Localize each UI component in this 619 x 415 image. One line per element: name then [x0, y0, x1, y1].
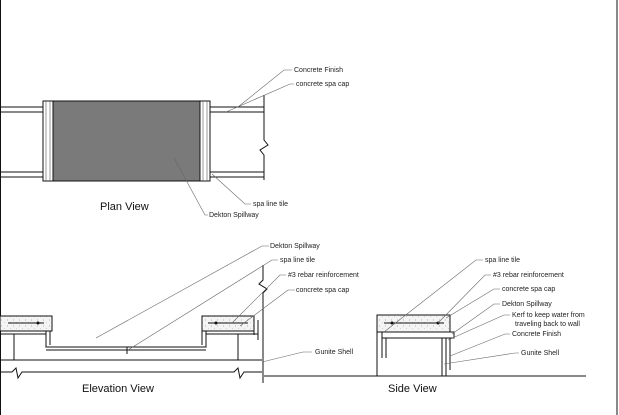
- side-label-rebar: #3 rebar reinforcement: [493, 272, 564, 279]
- plan-label-dekton-spillway: Dekton Spillway: [209, 212, 259, 219]
- side-label-gunite-shell: Gunite Shell: [521, 350, 560, 357]
- elev-label-dekton-spillway: Dekton Spillway: [270, 243, 320, 250]
- side-label-concrete-spa-cap: concrete spa cap: [502, 286, 555, 293]
- side-label-kerf-line2: traveling back to wall: [515, 321, 580, 328]
- side-label-kerf-line1: Kerf to keep water from: [512, 312, 585, 319]
- plan-label-concrete-finish: Concrete Finish: [294, 67, 343, 74]
- plan-label-concrete-spa-cap: concrete spa cap: [296, 81, 349, 88]
- elev-dekton-spillway: [45, 331, 207, 348]
- plan-view-title: Plan View: [100, 201, 149, 213]
- plan-spa-line-tile-right: [199, 100, 211, 182]
- plan-label-spa-line-tile: spa line tile: [253, 201, 288, 208]
- side-dekton-spillway: [381, 331, 455, 339]
- elevation-view-title: Elevation View: [82, 383, 154, 395]
- elev-ground-break: [0, 366, 262, 380]
- plan-spa-line-tile-left: [42, 100, 54, 182]
- elevation-view: Dekton Spillway spa line tile #3 rebar r…: [0, 243, 359, 395]
- side-label-concrete-finish: Concrete Finish: [512, 331, 561, 338]
- elev-label-spa-line-tile: spa line tile: [280, 257, 315, 264]
- side-view-title: Side View: [388, 383, 437, 395]
- plan-view: Concrete Finish concrete spa cap spa lin…: [0, 67, 349, 219]
- elev-label-gunite-shell: Gunite Shell: [315, 349, 354, 356]
- side-label-spa-line-tile: spa line tile: [485, 257, 520, 264]
- elev-label-concrete-spa-cap: concrete spa cap: [296, 287, 349, 294]
- side-view: spa line tile #3 rebar reinforcement con…: [264, 257, 586, 395]
- elev-label-rebar: #3 rebar reinforcement: [288, 272, 359, 279]
- side-label-dekton-spillway: Dekton Spillway: [502, 301, 552, 308]
- plan-dekton-spillway: [52, 100, 201, 182]
